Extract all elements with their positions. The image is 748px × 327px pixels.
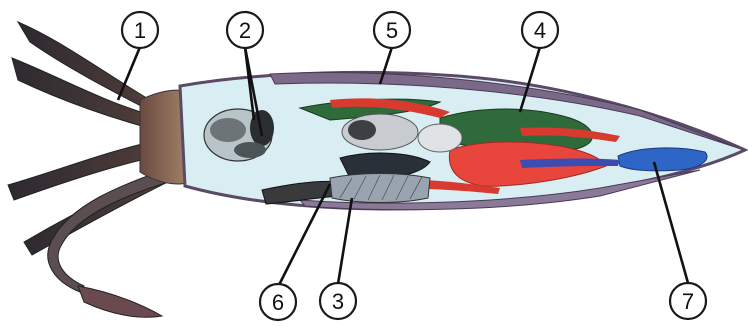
leader-7 [654, 162, 688, 283]
callout-2-label: 2 [239, 18, 251, 43]
callout-4-label: 4 [534, 18, 546, 43]
callout-6: 6 [260, 284, 296, 320]
ink-sac [618, 148, 707, 171]
callout-7: 7 [670, 283, 706, 319]
stomach-core [348, 120, 376, 140]
caecum [418, 124, 462, 152]
leader-3 [338, 198, 352, 284]
hatched-organ [330, 174, 430, 203]
tentacle-club [78, 286, 162, 317]
callout-3-label: 3 [332, 289, 344, 314]
callout-4: 4 [522, 12, 558, 48]
brain-region [204, 109, 274, 161]
callout-6-label: 6 [272, 290, 284, 315]
callout-7-label: 7 [682, 289, 694, 314]
callout-5-label: 5 [386, 18, 398, 43]
callout-1-label: 1 [134, 18, 146, 43]
callout-5: 5 [374, 12, 410, 48]
callout-2: 2 [227, 12, 263, 48]
callout-3: 3 [320, 283, 356, 319]
callout-1: 1 [122, 12, 158, 48]
